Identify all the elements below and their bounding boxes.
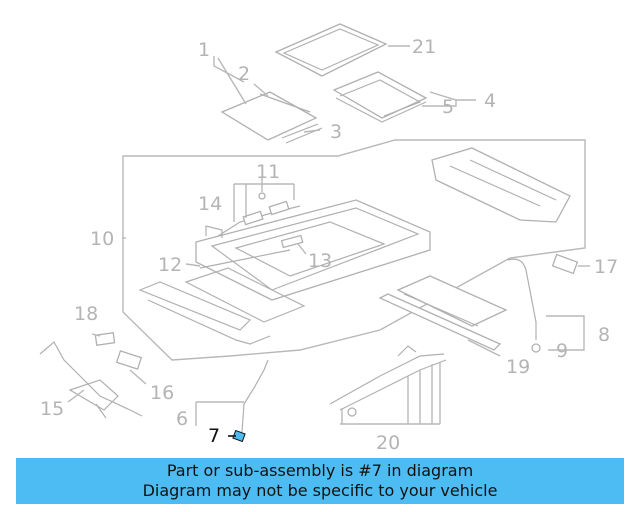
part-11-clips: [242, 192, 290, 226]
callout-19: 19: [506, 356, 530, 378]
callout-6: 6: [176, 408, 188, 430]
callout-10: 10: [90, 228, 114, 250]
part-20-regulator: [329, 345, 447, 417]
part-8-9-drain-tube: [507, 258, 541, 353]
callout-8: 8: [598, 324, 610, 346]
callout-4: 4: [484, 90, 496, 112]
callout-16: 16: [150, 382, 174, 404]
callout-11: 11: [256, 161, 280, 183]
part-16-connector: [115, 350, 143, 370]
callout-17: 17: [594, 256, 618, 278]
sunroof-housing-rear: [431, 147, 571, 223]
callout-7: 7: [208, 425, 220, 447]
callout-13: 13: [308, 250, 332, 272]
part-21-glass-panel: [274, 23, 388, 77]
info-banner: Part or sub-assembly is #7 in diagram Di…: [16, 458, 624, 504]
callout-2: 2: [238, 63, 250, 85]
part-7-highlighted: [232, 429, 246, 443]
callout-15: 15: [40, 398, 64, 420]
callout-1: 1: [198, 39, 210, 61]
part-17-motor: [551, 253, 579, 275]
part-6-drain-tube: [241, 359, 269, 433]
callout-3: 3: [330, 121, 342, 143]
part-1-2-3-glass-seal: [220, 91, 323, 144]
part-4-5-deflector: [332, 71, 428, 123]
banner-line-2: Diagram may not be specific to your vehi…: [142, 481, 498, 500]
part-15-harness: [39, 341, 143, 419]
callout-20: 20: [376, 432, 400, 454]
part-19-sunshade: [378, 275, 508, 351]
part-14-drain: [205, 225, 223, 238]
callout-9: 9: [556, 340, 568, 362]
banner-line-1: Part or sub-assembly is #7 in diagram: [166, 461, 474, 480]
callout-21: 21: [412, 36, 436, 58]
part-10-sunroof-frame: [138, 199, 431, 345]
callout-14: 14: [198, 193, 222, 215]
callout-18: 18: [74, 303, 98, 325]
leader-lines: [67, 45, 590, 426]
part-18-block: [94, 332, 116, 346]
part-13-bracket: [280, 234, 304, 249]
callout-12: 12: [158, 254, 182, 276]
callout-5: 5: [442, 96, 454, 118]
